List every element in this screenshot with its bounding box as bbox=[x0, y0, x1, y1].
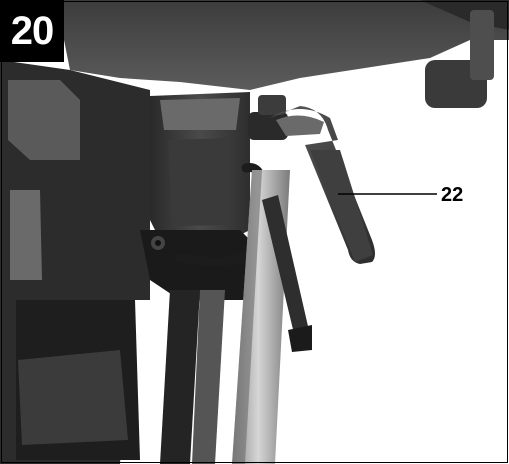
pivot-shaft bbox=[248, 112, 288, 140]
callout-label-22: 22 bbox=[441, 184, 464, 206]
figure-number-badge: 20 bbox=[0, 0, 64, 62]
rear-strut bbox=[262, 195, 310, 342]
saw-base-top bbox=[64, 0, 509, 90]
